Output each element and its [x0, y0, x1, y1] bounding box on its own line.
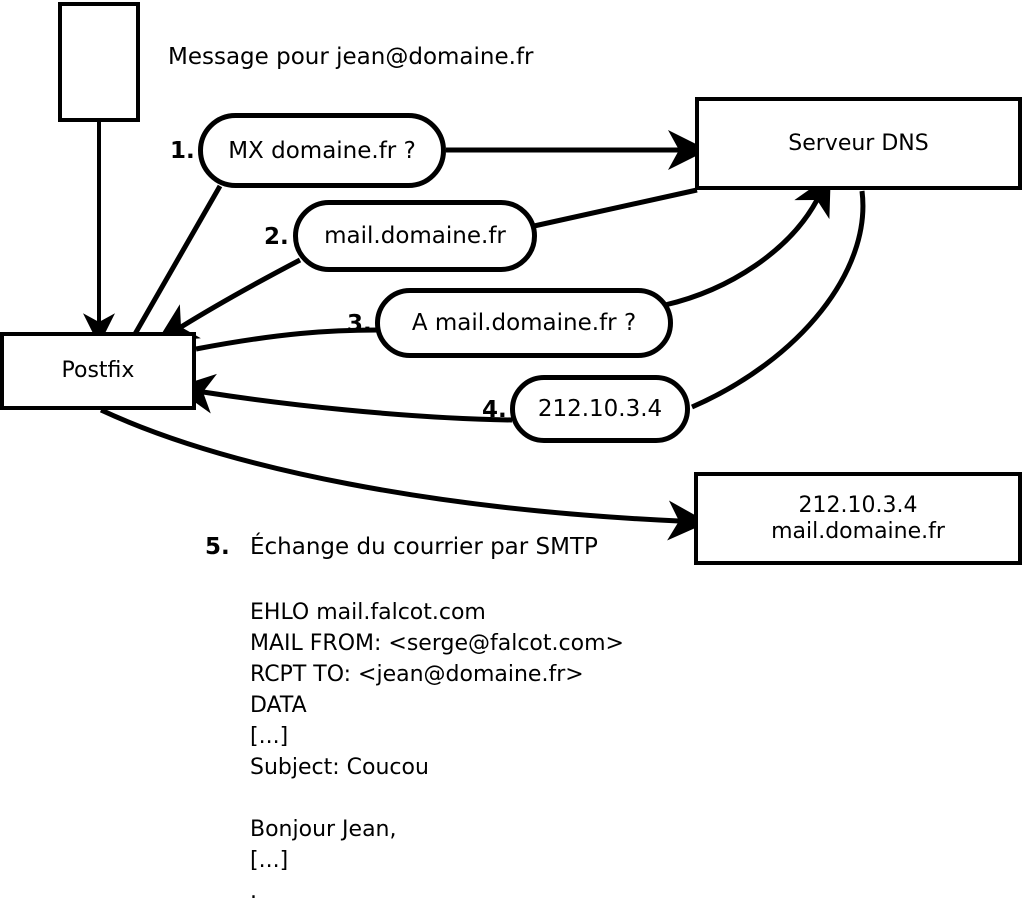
bubble-step-1-label: MX domaine.fr ? [228, 137, 416, 164]
mua-box [58, 2, 140, 122]
bubble-step-2: mail.domaine.fr [293, 200, 537, 272]
smtp-transcript: EHLO mail.falcot.com MAIL FROM: <serge@f… [250, 600, 624, 904]
mail-server-ip: 212.10.3.4 [798, 493, 918, 519]
step-number-1: 1. [170, 138, 195, 164]
edge-step4-from-dns [691, 190, 866, 410]
bubble-step-3: A mail.domaine.fr ? [375, 288, 673, 358]
step-number-4: 4. [482, 397, 507, 423]
edge-step2-from-dns [524, 187, 698, 231]
step-number-5: 5. [205, 534, 230, 560]
edge-step4-to-postfix [174, 373, 513, 423]
step-5-caption: Échange du courrier par SMTP [250, 534, 598, 560]
postfix-box: Postfix [0, 332, 196, 410]
bubble-step-4-label: 212.10.3.4 [537, 396, 663, 422]
bubble-step-2-label: mail.domaine.fr [324, 223, 506, 249]
edge-step3-to-dns [664, 174, 831, 308]
bubble-step-1: MX domaine.fr ? [198, 113, 446, 188]
bubble-step-4: 212.10.3.4 [510, 375, 690, 443]
dns-server-label: Serveur DNS [788, 130, 929, 156]
mail-server-hostname: mail.domaine.fr [771, 518, 945, 544]
bubble-step-3-label: A mail.domaine.fr ? [411, 310, 637, 336]
dns-server-box: Serveur DNS [695, 97, 1022, 190]
postfix-box-label: Postfix [61, 358, 135, 384]
message-caption: Message pour jean@domaine.fr [168, 44, 534, 70]
step-number-2: 2. [264, 224, 289, 250]
edge-step2-to-postfix [156, 257, 302, 343]
edge-step1-tail [132, 184, 223, 336]
mail-server-box: 212.10.3.4 mail.domaine.fr [694, 472, 1022, 565]
step-number-3: 3. [347, 311, 372, 337]
